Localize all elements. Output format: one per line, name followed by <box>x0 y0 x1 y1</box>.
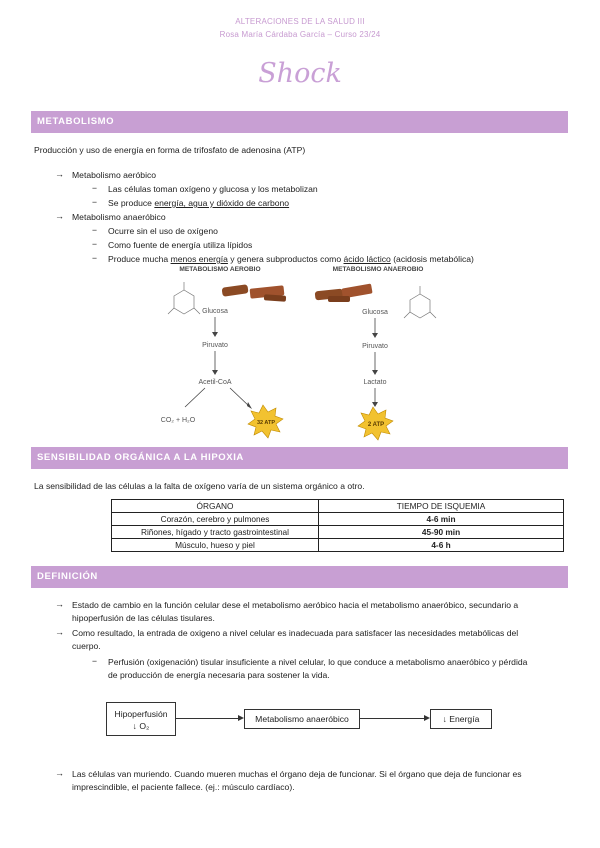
anaerobic-step-piruvate: Piruvato <box>362 343 388 350</box>
glucose-molecule-icon <box>403 286 437 319</box>
time-cell: 4-6 h <box>318 538 564 552</box>
lactic-acid: ácido láctico <box>343 254 391 264</box>
definition-p3-line2: imprescindible, el paciente fallece. (ej… <box>72 782 295 792</box>
less-energy: menos energía <box>170 254 228 264</box>
table-row: Músculo, hueso y piel 4-6 h <box>111 538 564 552</box>
col-header-organ: ÓRGANO <box>111 499 319 513</box>
flow-box-hypoperfusion: Hipoperfusión ↓ O₂ <box>106 702 176 736</box>
flow-connector <box>176 718 238 719</box>
time-cell: 45-90 min <box>318 525 564 539</box>
anaerobic-diagram-title: METABOLISMO ANAEROBIO <box>333 266 424 273</box>
dash-bullet: − <box>92 253 98 263</box>
aerobic-item-2: Se produce energía, agua y dióxido de ca… <box>108 197 289 210</box>
aerobic-item-1: Las células toman oxígeno y glucosa y lo… <box>108 184 318 194</box>
anaerobic-atp-label: 2 ATP <box>368 422 384 428</box>
definition-sub-line2: de producción de energía necesaria para … <box>108 670 330 680</box>
flow-connector <box>360 718 424 719</box>
dash-bullet: − <box>92 239 98 249</box>
aerobic-step-acetylcoa: Acetil-CoA <box>198 379 231 386</box>
glucose-molecule-icon <box>167 282 201 315</box>
dash-bullet: − <box>92 197 98 207</box>
arrow-bullet: → <box>55 599 64 609</box>
sensibilidad-intro: La sensibilidad de las células a la falt… <box>34 481 365 491</box>
arrow-bullet: → <box>55 768 64 778</box>
aerobic-step-glucose: Glucosa <box>202 308 228 315</box>
author-line: Rosa María Cárdaba García – Curso 23/24 <box>219 30 381 39</box>
anaerobic-item-3-c: y genera subproductos como <box>227 254 344 264</box>
arrow-bullet: → <box>55 627 64 637</box>
anaerobic-item-2: Como fuente de energía utiliza lípidos <box>108 240 253 250</box>
dash-bullet: − <box>92 225 98 235</box>
col-header-ischemia-time: TIEMPO DE ISQUEMIA <box>318 499 564 513</box>
aerobic-products: energía, agua y dióxido de carbono <box>154 198 290 208</box>
anaerobic-item-3: Produce mucha menos energía y genera sub… <box>108 253 474 266</box>
page-title: Shock <box>258 58 342 89</box>
atp-burst-icon: 2 ATP <box>357 406 394 441</box>
organ-cell: Músculo, hueso y piel <box>111 538 319 552</box>
table-header-row: ÓRGANO TIEMPO DE ISQUEMIA <box>111 499 564 513</box>
anaerobic-item-1: Ocurre sin el uso de oxígeno <box>108 226 218 236</box>
atp-burst-icon: 32 ATP <box>247 404 284 439</box>
anaerobic-step-lactate: Lactato <box>364 379 387 386</box>
arrow-bullet: → <box>55 211 64 221</box>
flow-box-anaerobic: Metabolismo anaeróbico <box>244 709 360 729</box>
flow-arrowhead-icon <box>424 715 430 721</box>
aerobic-end-products: CO₂ + H₂O <box>161 417 196 424</box>
organ-cell: Riñones, hígado y tracto gastrointestina… <box>111 525 319 539</box>
definition-sub-line1: Perfusión (oxigenación) tisular insufici… <box>108 657 528 667</box>
dash-bullet: − <box>92 656 98 666</box>
flow-box-hypoperfusion-line2: ↓ O₂ <box>132 721 150 731</box>
ischemia-table: ÓRGANO TIEMPO DE ISQUEMIA Corazón, cereb… <box>111 499 564 552</box>
metabolism-diagram: METABOLISMO AEROBIO METABOLISMO ANAEROBI… <box>161 266 437 441</box>
flow-box-energy: ↓ Energía <box>430 709 492 729</box>
flow-arrowhead-icon <box>238 715 244 721</box>
aerobic-diagram-title: METABOLISMO AEROBIO <box>179 266 260 273</box>
definition-p1-line2: hipoperfusión de las células tisulares. <box>72 613 215 623</box>
definition-p2-line1: Como resultado, la entrada de oxigeno a … <box>72 628 519 638</box>
aerobic-item-2-text: Se produce <box>108 198 155 208</box>
table-row: Corazón, cerebro y pulmones 4-6 min <box>111 512 564 526</box>
anaerobic-item-3-a: Produce mucha <box>108 254 171 264</box>
chocolate-icon <box>221 284 287 302</box>
aerobic-step-piruvate: Piruvato <box>202 342 228 349</box>
definition-p3-line1: Las células van muriendo. Cuando mueren … <box>72 769 522 779</box>
aerobic-label: Metabolismo aeróbico <box>72 170 157 180</box>
section-heading-sensibilidad: SENSIBILIDAD ORGÁNICA A LA HIPOXIA <box>31 447 568 469</box>
aerobic-atp-label: 32 ATP <box>257 420 275 426</box>
dash-bullet: − <box>92 183 98 193</box>
anaerobic-step-glucose: Glucosa <box>362 309 388 316</box>
definition-p2-line2: cuerpo. <box>72 641 101 651</box>
table-row: Riñones, hígado y tracto gastrointestina… <box>111 525 564 539</box>
organ-cell: Corazón, cerebro y pulmones <box>111 512 319 526</box>
course-title: ALTERACIONES DE LA SALUD III <box>235 17 365 26</box>
section-heading-definicion: DEFINICIÓN <box>31 566 568 588</box>
definition-p1-line1: Estado de cambio en la función celular d… <box>72 600 519 610</box>
anaerobic-label: Metabolismo anaeróbico <box>72 212 166 222</box>
time-cell: 4-6 min <box>318 512 564 526</box>
section-heading-metabolismo: METABOLISMO <box>31 111 568 133</box>
chocolate-icon <box>314 283 373 302</box>
metabolismo-intro: Producción y uso de energía en forma de … <box>34 145 306 155</box>
arrow-bullet: → <box>55 169 64 179</box>
anaerobic-item-3-e: (acidosis metabólica) <box>390 254 474 264</box>
flow-box-hypoperfusion-line1: Hipoperfusión <box>114 709 168 719</box>
